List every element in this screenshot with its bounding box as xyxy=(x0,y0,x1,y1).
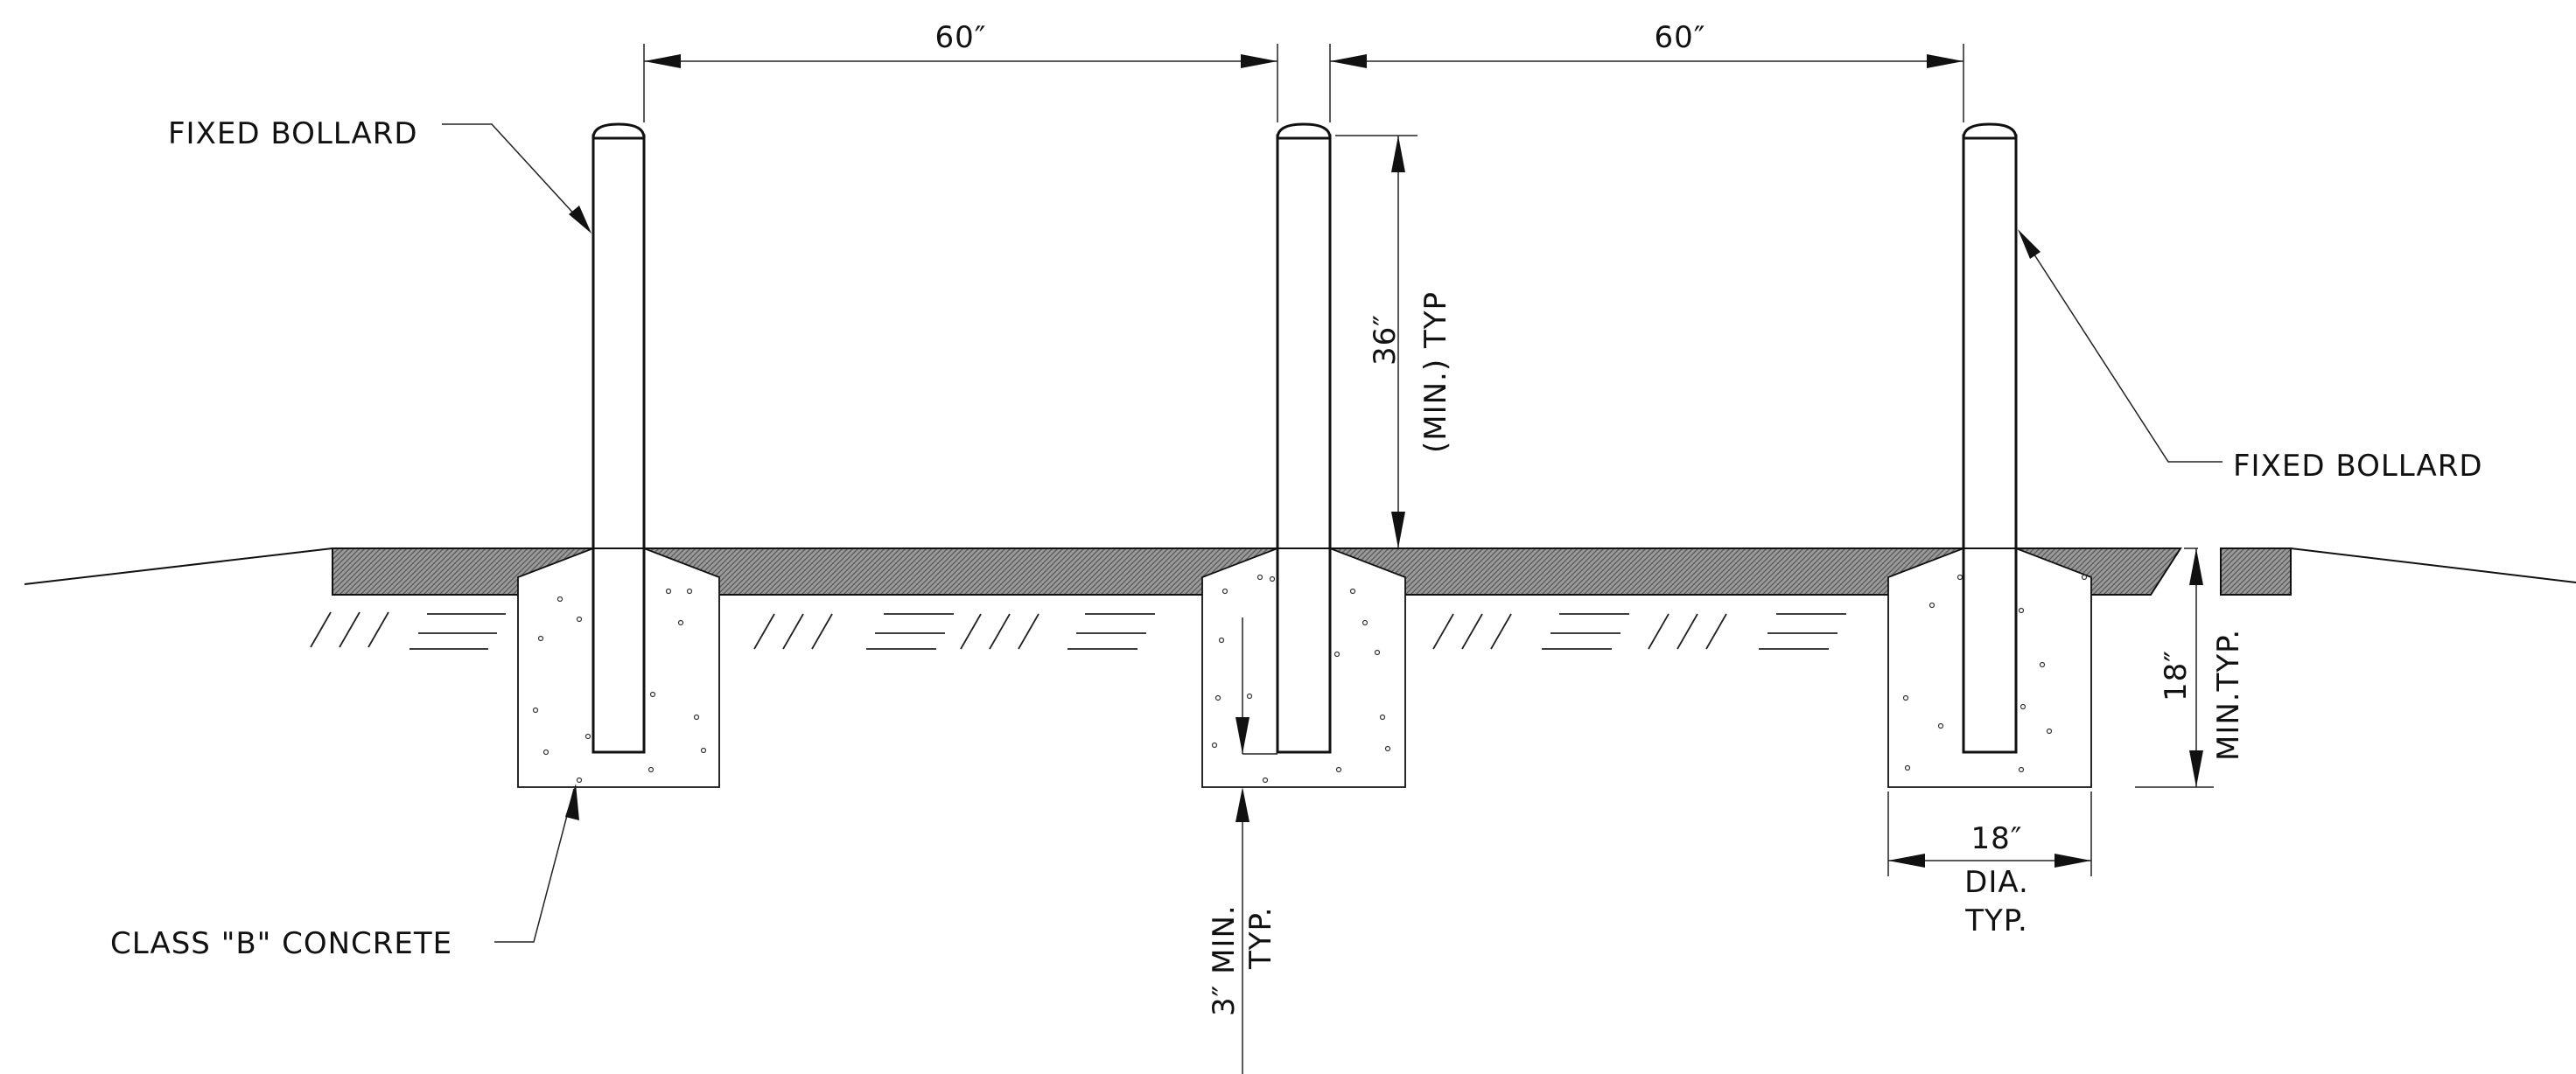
embed-dim-value: 3″ MIN. xyxy=(1207,904,1242,1016)
embed-dim-note: TYP. xyxy=(1243,906,1278,970)
footing-depth-note: MIN.TYP. xyxy=(2211,629,2246,761)
spacing-label-left: 60″ xyxy=(935,20,987,55)
leader-fixed-bollard-right xyxy=(2018,229,2222,463)
bollard-post-right xyxy=(1962,122,2018,754)
bollard-post-center xyxy=(1276,122,1332,754)
label-fixed-bollard-left: FIXED BOLLARD xyxy=(168,116,418,151)
ground-line xyxy=(24,547,2576,585)
spacing-dimension-left xyxy=(643,44,1278,122)
footing-diameter-dimension xyxy=(1887,792,2092,876)
height-dim-value: 36″ xyxy=(1368,314,1403,366)
spacing-dimension-right xyxy=(1329,44,1964,122)
label-concrete: CLASS "B" CONCRETE xyxy=(110,926,452,961)
leader-concrete xyxy=(494,784,579,943)
footing-dia-line3: TYP. xyxy=(1964,903,2028,938)
footing-depth-dimension xyxy=(2135,547,2214,788)
earth-hatching xyxy=(310,611,1846,650)
label-fixed-bollard-right: FIXED BOLLARD xyxy=(2233,449,2483,484)
height-dim-note: (MIN.) TYP xyxy=(1418,291,1453,453)
footing-dia-value: 18″ xyxy=(1971,821,2023,856)
footing-dia-line2: DIA. xyxy=(1964,865,2029,900)
spacing-label-right: 60″ xyxy=(1655,20,1706,55)
footing-depth-value: 18″ xyxy=(2159,650,2194,701)
height-dimension xyxy=(1335,135,1418,548)
leader-fixed-bollard-left xyxy=(442,123,592,234)
bollard-post-left xyxy=(592,122,646,754)
embed-dimension xyxy=(1236,617,1278,1074)
